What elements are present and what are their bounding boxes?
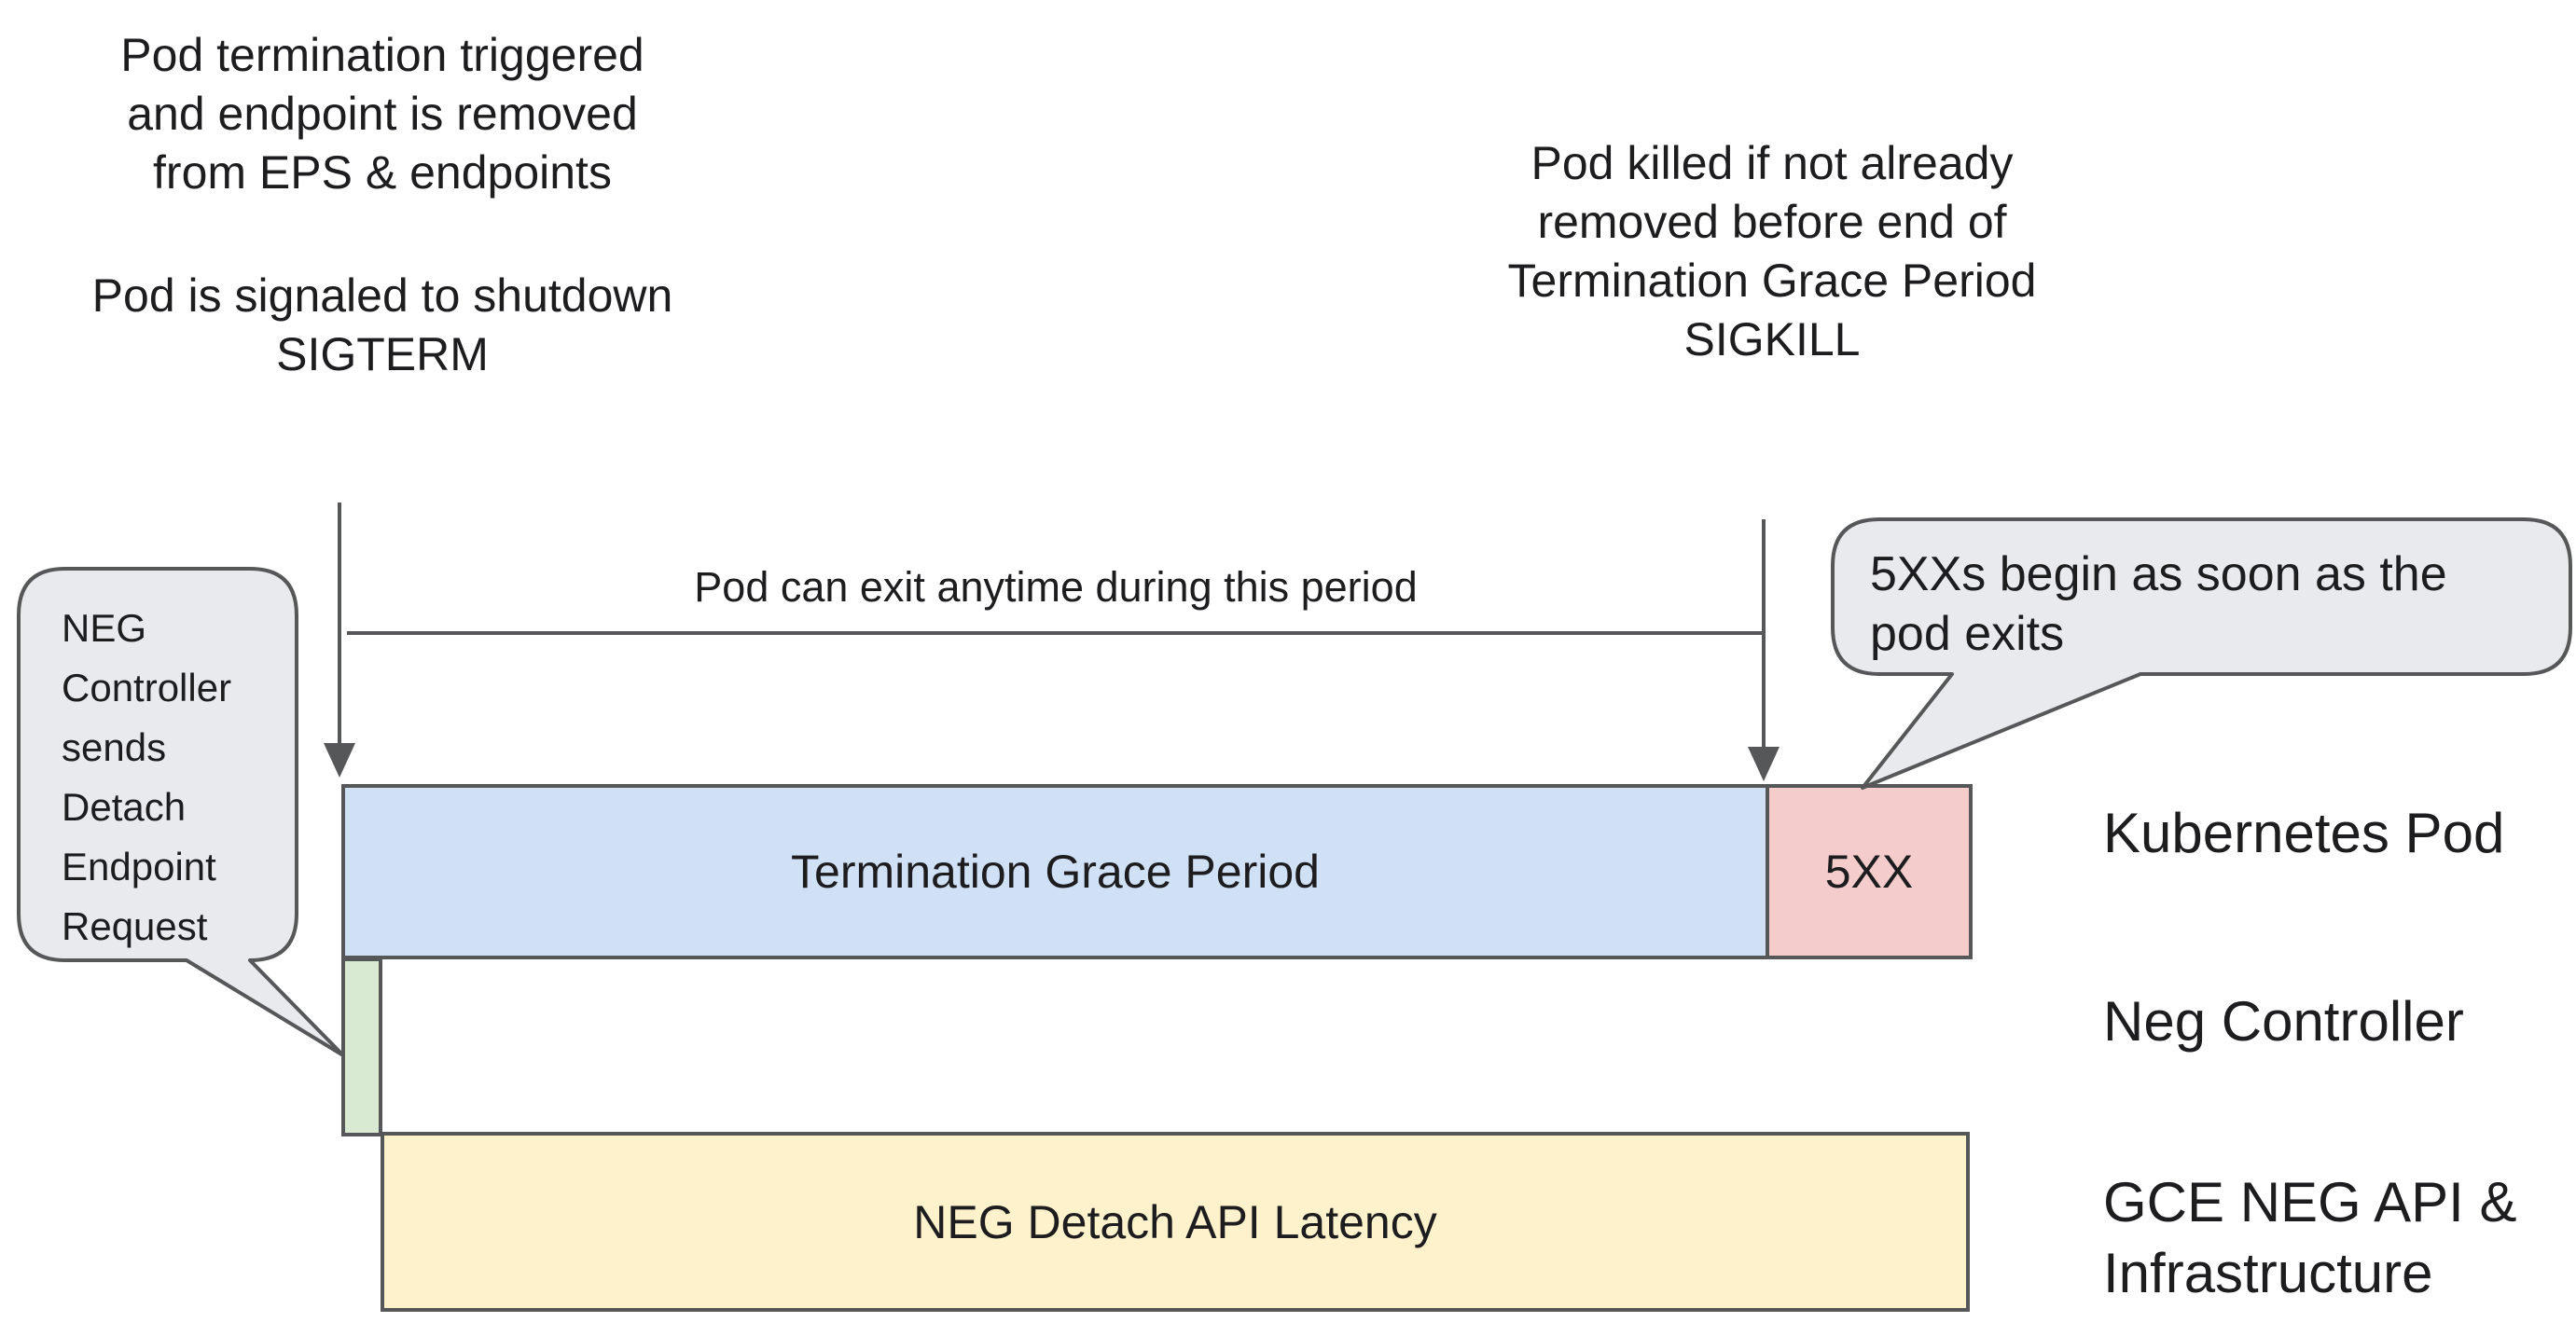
exit-period-label: Pod can exit anytime during this period	[694, 563, 1418, 611]
note-line: Pod is signaled to shutdown	[91, 269, 673, 322]
note-pod-sigterm: Pod is signaled to shutdown SIGTERM	[28, 267, 737, 384]
lane-label-gce-neg-api: GCE NEG API & Infrastructure	[2103, 1167, 2516, 1309]
lane-label-line: Infrastructure	[2103, 1242, 2433, 1304]
callout-line: Controller	[62, 666, 232, 709]
neg-detach-latency-bar: NEG Detach API Latency	[381, 1132, 1970, 1312]
five-xx-bar: 5XX	[1766, 784, 1973, 959]
neg-detach-latency-label: NEG Detach API Latency	[913, 1195, 1437, 1248]
note-line: SIGKILL	[1683, 313, 1861, 365]
five-xx-label: 5XX	[1824, 846, 1914, 898]
note-line: Termination Grace Period	[1507, 255, 2037, 307]
callout-line: Detach	[62, 785, 187, 829]
callout-line: Request	[62, 904, 208, 948]
callout-line: pod exits	[1870, 607, 2065, 661]
lane-label-neg-controller: Neg Controller	[2103, 990, 2464, 1053]
sigkill-arrowhead-icon	[1748, 747, 1780, 781]
note-line: SIGTERM	[276, 328, 489, 380]
neg-detach-callout-text: NEG Controller sends Detach Endpoint Req…	[62, 599, 231, 957]
note-line: removed before end of	[1537, 196, 2007, 248]
callout-line: sends	[62, 725, 167, 769]
lane-label-kubernetes-pod: Kubernetes Pod	[2103, 802, 2505, 864]
detach-request-bar	[341, 957, 382, 1136]
note-pod-termination: Pod termination triggered and endpoint i…	[28, 26, 737, 202]
sigterm-arrowhead-icon	[324, 743, 355, 778]
callout-line: NEG	[62, 606, 147, 650]
termination-grace-period-label: Termination Grace Period	[791, 846, 1320, 898]
callout-line: 5XXs begin as soon as the	[1870, 547, 2447, 601]
note-pod-sigkill: Pod killed if not already removed before…	[1450, 134, 2094, 369]
sigkill-arrow-stem	[1762, 519, 1766, 747]
exit-period-line	[347, 631, 1763, 635]
note-line: from EPS & endpoints	[153, 146, 612, 199]
termination-grace-period-bar: Termination Grace Period	[341, 784, 1769, 959]
five-xx-callout-text: 5XXs begin as soon as the pod exits	[1870, 544, 2447, 664]
sigterm-arrow-stem	[338, 503, 341, 743]
note-line: and endpoint is removed	[127, 88, 638, 140]
lane-label-line: GCE NEG API &	[2103, 1171, 2517, 1233]
callout-line: Endpoint	[62, 845, 216, 888]
note-line: Pod killed if not already	[1530, 137, 2014, 189]
note-line: Pod termination triggered	[120, 29, 644, 81]
